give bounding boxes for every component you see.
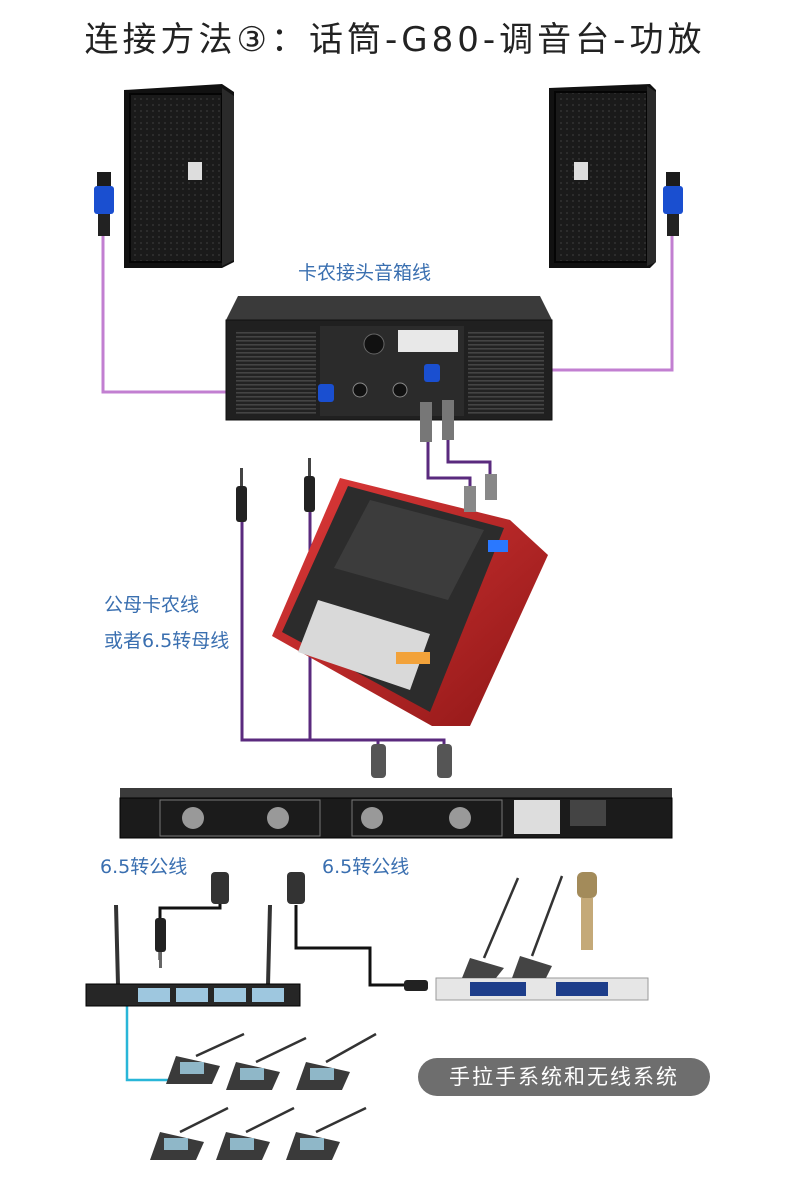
xlr-male-left (211, 872, 229, 904)
mixer-to-amp-cables (426, 440, 492, 500)
delegate-unit (286, 1106, 367, 1160)
xlr-connector-left (371, 744, 386, 778)
speakon-connector-left (94, 172, 114, 236)
g80-processor (119, 788, 673, 839)
xlr-male-right (287, 872, 305, 904)
delegate-unit (166, 1032, 245, 1084)
left-speaker (124, 84, 234, 268)
mic-cable-left (158, 900, 222, 960)
jack-plug-conference (404, 980, 428, 991)
mixer-cable-label-line2: 或者6.5转母线 (104, 630, 230, 652)
page-title: 连接方法③：话筒-G80-调音台-功放 (84, 20, 706, 60)
right-cable-label: 6.5转公线 (322, 856, 410, 878)
mic-cable-right (294, 905, 410, 987)
conference-host-unit (435, 872, 649, 1001)
right-speaker (549, 84, 656, 268)
jack-plug-left (236, 468, 247, 522)
delegate-unit (226, 1036, 307, 1090)
mixer-cable-label-line1: 公母卡农线 (104, 594, 200, 616)
audio-mixer (272, 474, 548, 726)
speaker-cable-label: 卡农接头音箱线 (298, 262, 432, 284)
delegate-unit (216, 1106, 295, 1160)
receiver-cable (125, 1003, 170, 1082)
systems-pill: 手拉手系统和无线系统 (418, 1058, 710, 1096)
jack-plug-right (304, 458, 315, 512)
left-cable-label: 6.5转公线 (100, 856, 188, 878)
speakon-connector-right (663, 172, 683, 236)
xlr-connector-right (437, 744, 452, 778)
power-amplifier (225, 296, 553, 442)
delegate-unit (150, 1106, 229, 1160)
jack-plug-receiver (155, 918, 166, 968)
wireless-receiver (85, 904, 301, 1007)
delegate-unit (296, 1032, 377, 1090)
conference-delegate-units (150, 1032, 377, 1160)
